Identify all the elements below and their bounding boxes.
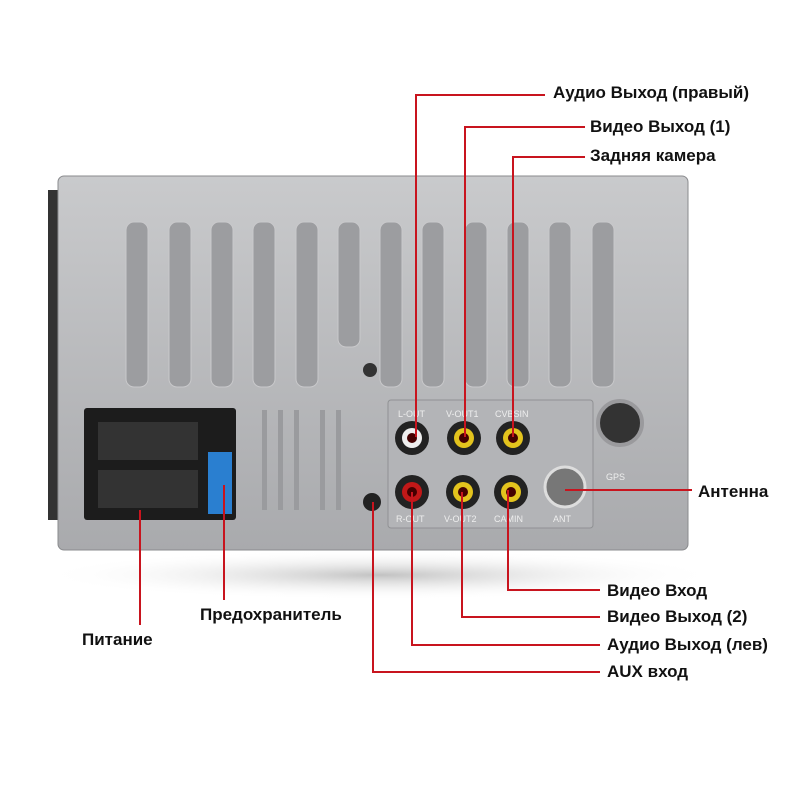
callout-lines — [139, 94, 692, 673]
antenna-socket — [543, 465, 587, 509]
cooling-fins — [125, 221, 615, 388]
ant-label: ANT — [553, 514, 572, 524]
callout-video-out-1: Видео Выход (1) — [590, 117, 731, 136]
rca-jacks — [395, 421, 530, 509]
callout-video-in: Видео Вход — [607, 581, 708, 600]
callout-aux-in: AUX вход — [607, 662, 689, 681]
cvbsin-label: CVBSIN — [495, 409, 529, 419]
fuse — [208, 452, 232, 514]
callout-antenna: Антенна — [698, 482, 769, 501]
callout-audio-out-right: Аудио Выход (правый) — [553, 83, 750, 102]
iso-connector — [84, 408, 236, 520]
r-out-label: R-OUT — [396, 514, 425, 524]
gps-socket — [596, 399, 644, 447]
l-out-label: L-OUT — [398, 409, 426, 419]
rca-panel — [387, 399, 594, 529]
callout-rear-camera: Задняя камера — [590, 146, 716, 165]
v-out2-label: V-OUT2 — [444, 514, 477, 524]
screw-hole — [363, 363, 377, 377]
v-out1-label: V-OUT1 — [446, 409, 479, 419]
callout-fuse: Предохранитель — [200, 605, 342, 624]
callout-power: Питание — [82, 630, 153, 649]
callout-audio-out-left: Аудио Выход (лев) — [607, 635, 768, 654]
gps-label: GPS — [606, 472, 625, 482]
vent-slots — [262, 410, 341, 510]
callout-video-out-2: Видео Выход (2) — [607, 607, 748, 626]
